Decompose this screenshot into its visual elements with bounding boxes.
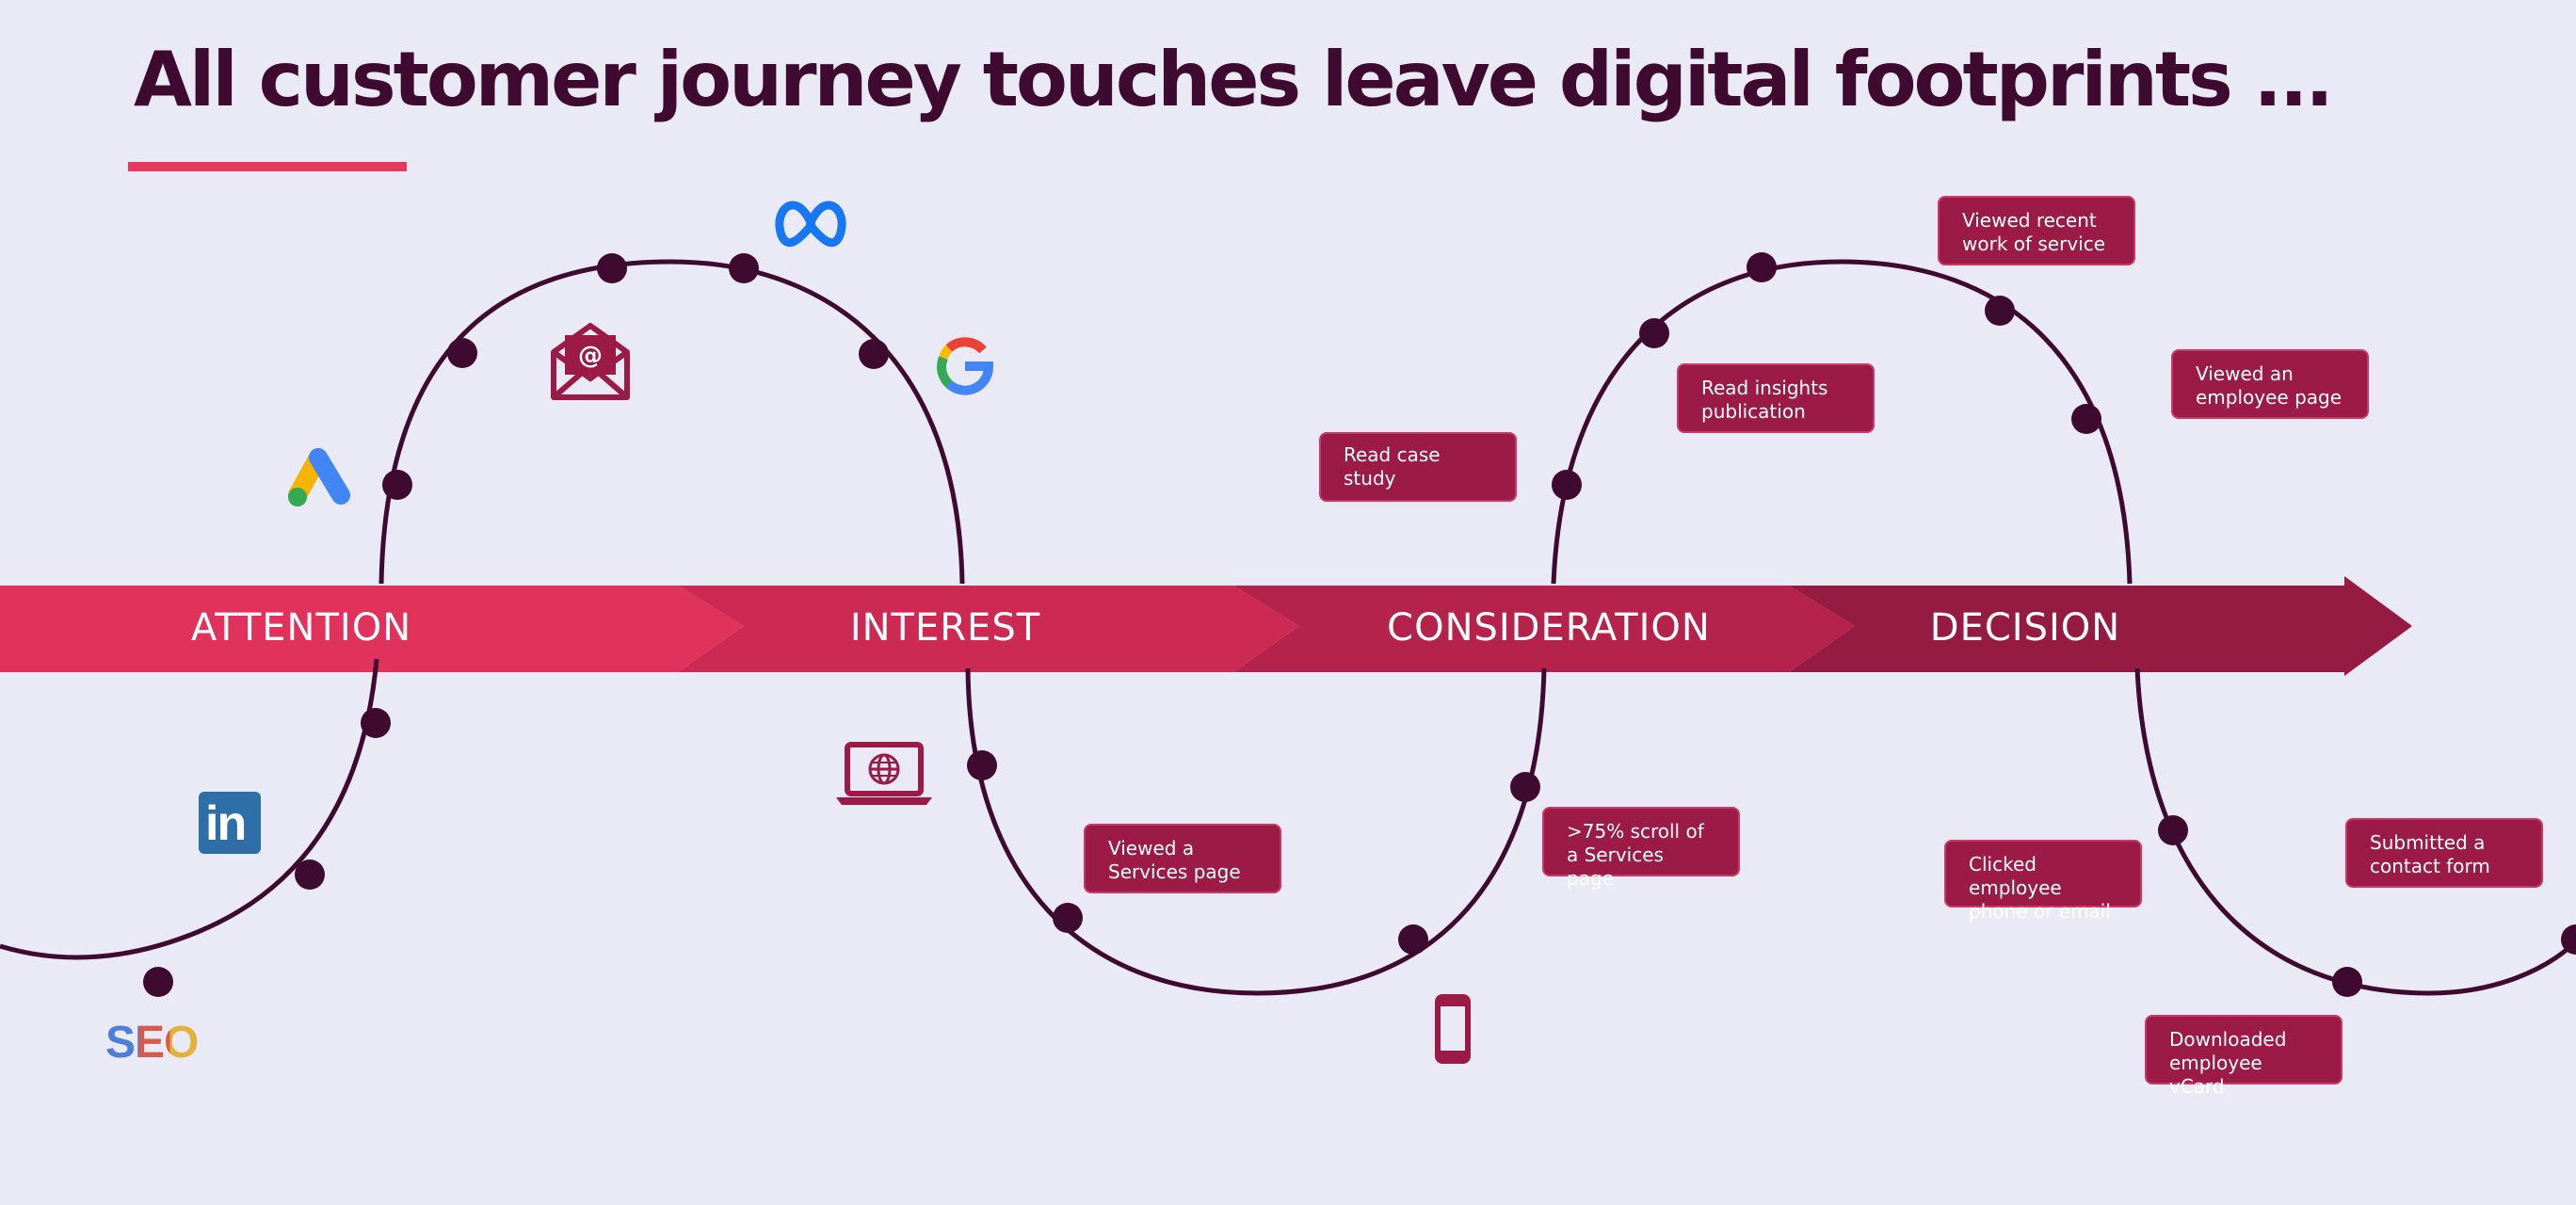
stage-arrow-consideration (1233, 586, 1855, 672)
footprint-label: Read insights publication (1701, 377, 1828, 423)
stage-label-consideration: CONSIDERATION (1387, 606, 1711, 650)
touchpoint-dot (143, 967, 173, 997)
touchpoint-dot (967, 750, 997, 780)
stage-arrow-interest (678, 586, 1299, 672)
touchpoint-dot (859, 339, 889, 369)
touchpoint-dot (2158, 815, 2188, 845)
footprint-box-downloaded-vcard: Downloaded employee vCard (2145, 1015, 2343, 1098)
svg-text:@: @ (578, 342, 603, 370)
footprint-label: Clicked employee phone or email (1969, 853, 2111, 923)
footprint-box-viewed-services-page: Viewed a Services page (1084, 824, 1281, 893)
footprint-box-clicked-employee-contact: Clicked employee phone or email (1944, 840, 2142, 923)
touchpoint-dot (1398, 924, 1428, 955)
footprint-box-viewed-recent-work: Viewed recent work of service (1938, 196, 2135, 265)
laptop-globe-icon (836, 742, 932, 805)
touchpoint-dot (1639, 318, 1669, 348)
footprint-label: Viewed an employee page (2196, 362, 2343, 409)
touchpoint-dot (382, 470, 412, 500)
stage-arrows: ATTENTION INTEREST CONSIDERATION DECISIO… (0, 576, 2412, 676)
mobile-phone-icon (1435, 994, 1471, 1064)
title-underline (128, 162, 407, 171)
meta-icon (775, 201, 846, 248)
touchpoint-dot (2332, 967, 2362, 997)
touchpoint-dot (1053, 903, 1083, 933)
stage-label-decision: DECISION (1930, 606, 2120, 650)
footprint-label: Viewed recent work of service (1962, 209, 2106, 255)
footprint-label: Submitted a contact form (2370, 831, 2490, 877)
email-icon: @ (551, 323, 630, 400)
touchpoint-dot (597, 253, 627, 283)
footprint-box-read-case-study: Read case study (1319, 432, 1517, 502)
stage-label-attention: ATTENTION (191, 606, 411, 650)
google-ads-icon (288, 448, 350, 506)
touchpoint-dot (729, 253, 759, 283)
touchpoint-dot (295, 860, 325, 890)
stage-arrow-attention (0, 586, 744, 672)
touchpoint-dot (1510, 772, 1540, 802)
footprint-box-viewed-employee-page: Viewed an employee page (2171, 349, 2369, 419)
touchpoint-dot (2071, 404, 2101, 434)
page-title: All customer journey touches leave digit… (134, 36, 2334, 123)
footprint-box-read-insights: Read insights publication (1677, 363, 1875, 433)
linkedin-icon: in (199, 792, 261, 854)
stage-arrow-decision (1789, 576, 2412, 676)
touchpoint-dot (1747, 252, 1777, 282)
footprint-box-scroll-services-page: >75% scroll of a Services page (1542, 807, 1740, 890)
google-icon (937, 337, 993, 395)
footprint-box-submitted-contact-form: Submitted a contact form (2345, 818, 2543, 888)
footprint-label: >75% scroll of a Services page (1567, 820, 1704, 890)
touchpoint-dot (1552, 470, 1582, 500)
footprint-label: Read case study (1344, 443, 1441, 490)
touchpoint-dots (143, 252, 2576, 997)
stage-label-interest: INTEREST (850, 606, 1040, 650)
footprint-label: Viewed a Services page (1108, 837, 1241, 883)
touchpoint-dot (2561, 924, 2576, 955)
footprint-label: Downloaded employee vCard (2169, 1028, 2287, 1098)
touchpoint-dot (1985, 296, 2015, 326)
seo-icon: SEO (105, 1018, 199, 1068)
touchpoint-dot (447, 338, 477, 368)
touchpoint-dot (361, 708, 391, 738)
